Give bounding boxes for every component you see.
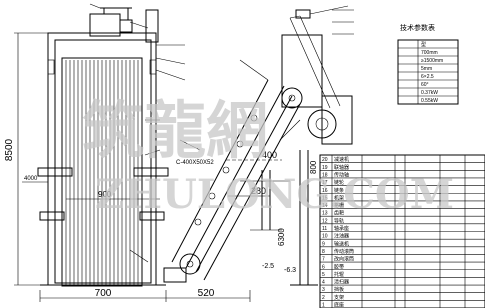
parts-row-number: 12 [322,218,328,224]
parts-row-name: 链条 [334,187,344,194]
parts-row-number: 7 [322,257,325,263]
svg-text:60°: 60° [421,82,429,88]
elev-a: -2.5 [262,263,274,270]
dim-900: 900 [66,190,160,200]
dim-height-label: 8500 [4,138,15,161]
parts-row-number: 6 [322,264,325,270]
parts-row-name: 格栅 [334,202,344,209]
drive-housing [321,95,353,145]
svg-text:≥1500mm: ≥1500mm [421,58,443,64]
svg-text:700mm: 700mm [421,50,438,56]
parts-row-name: 链轮 [334,179,344,186]
dim-waterline-label: 4000 [24,176,38,182]
svg-text:5mm: 5mm [421,66,432,72]
svg-text:0.55kW: 0.55kW [421,98,438,104]
side-plate [145,9,159,43]
grille-bars [65,60,139,285]
parts-row-number: 4 [322,280,325,286]
watermark-cn: 筑龍網 [82,94,268,167]
parts-row-name: 清扫器 [334,279,349,286]
inner-frame [54,39,152,284]
dim-900-label: 900 [98,190,112,199]
parts-row-number: 17 [322,180,328,186]
parts-row-number: 16 [322,188,328,194]
tail-drum [179,253,201,275]
dim-280: 280 [251,186,266,196]
dim-bottom: 700 520 [39,288,251,302]
svg-text:6×2.5: 6×2.5 [421,74,434,80]
conveyor-side-view [163,5,354,286]
parts-row-number: 13 [322,211,328,217]
spec-table-title: 技术参数表 [400,23,435,32]
parts-row-name: 注油器 [334,233,349,240]
parts-row-number: 19 [322,165,328,171]
parts-row-name: 减速机 [334,156,349,163]
parts-row-number: 8 [322,249,325,255]
parts-row-number: 15 [322,195,328,201]
dim-conveyor-width: 520 [198,288,215,299]
spec-label: C-400X50X52 [176,160,214,166]
grille-panel [61,57,143,287]
spec-table: 技术参数表 型 700mm ≥1500mm 5mm 6×2.5 60° 0.37… [397,23,459,105]
parts-row-name: 导轨 [334,217,344,224]
dim-6300: 6300 [277,228,286,246]
parts-row-name: 联轴器 [334,164,349,171]
parts-row-number: 9 [322,241,325,247]
dim-frame-width: 700 [95,288,112,299]
parts-row-name: 轴承座 [334,225,349,232]
parts-row-name: 挡板 [334,286,344,293]
dim-400: 400 [262,150,277,160]
parts-row-name: 改向滚筒 [334,256,354,263]
watermark-en: ZHULONG.COM [95,171,454,218]
screen-machine-front-view [37,3,186,287]
parts-row-name: 底座 [334,302,344,308]
parts-row-number: 14 [322,203,328,209]
parts-row-number: 3 [322,287,325,293]
parts-row-number: 11 [322,226,327,232]
parts-row-number: 10 [322,234,328,240]
parts-row-name: 机架 [334,194,344,201]
dim-800: 800 [309,160,318,174]
parts-row-name: 传动轴 [334,171,349,178]
parts-row-name: 托辊 [334,271,344,278]
gearbox [119,19,133,33]
elev-b: -6.3 [284,267,296,274]
parts-row-number: 5 [322,272,325,278]
dim-waterline: 4000 [22,176,48,183]
head-housing [281,34,323,108]
parts-row-name: 传动滚筒 [334,248,354,255]
dim-height: 8500 [4,32,48,286]
head-drum [307,109,337,139]
parts-row-number: 1 [322,303,325,308]
parts-row-name: 支架 [334,294,344,301]
parts-row-name: 胶带 [334,263,344,270]
parts-row-number: 18 [322,172,328,178]
parts-row-number: 20 [322,157,328,163]
parts-row-name: 齿耙 [334,211,344,217]
parts-row-name: 输送机 [334,240,349,247]
svg-text:0.37kW: 0.37kW [421,90,438,96]
svg-text:型: 型 [421,41,426,48]
parts-row-number: 2 [322,295,325,301]
